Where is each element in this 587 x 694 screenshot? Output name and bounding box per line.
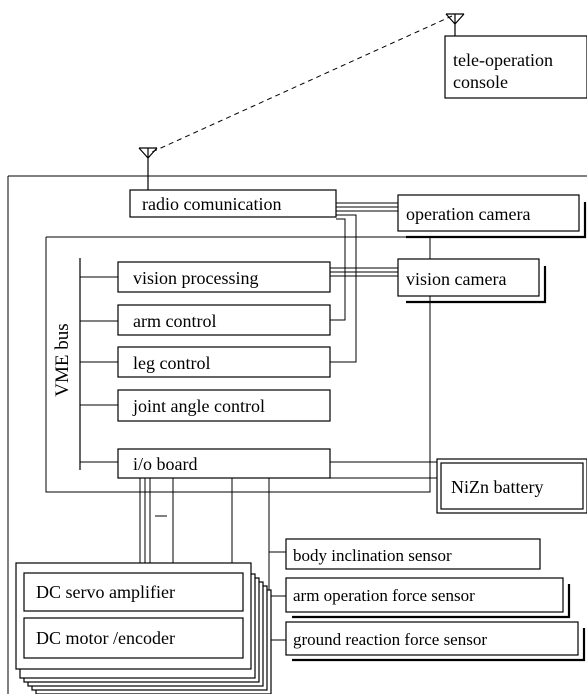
joint-angle-control-board: joint angle control [117, 389, 331, 422]
arm-force-sensor-label: arm operation force sensor [293, 586, 475, 605]
dc-servo-amplifier-label: DC servo amplifier [36, 582, 175, 602]
robot-body-frame [7, 175, 587, 694]
nizn-battery: NiZn battery [436, 458, 587, 514]
leg-control-board: leg control [117, 346, 331, 378]
wireless-link [151, 15, 453, 153]
console-label-line1: tele-operation [453, 50, 553, 70]
battery-label: NiZn battery [451, 477, 543, 497]
vision-camera: vision camera [397, 258, 547, 304]
operation-camera: operation camera [397, 194, 587, 239]
dc-servo-amplifier: DC servo amplifier [23, 572, 244, 612]
vme-bus-frame [45, 236, 431, 493]
tele-operation-console: tele-operation console [444, 35, 587, 99]
radio-label: radio comunication [142, 194, 281, 214]
vision-camera-label: vision camera [406, 269, 506, 289]
console-label-line2: console [453, 72, 508, 92]
io-board-label: i/o board [133, 454, 198, 474]
camera-wiring [330, 202, 398, 363]
arm-control-board: arm control [117, 304, 331, 336]
vision-processing-label: vision processing [133, 268, 259, 288]
io-to-drive-wiring [139, 478, 174, 563]
robot-antenna [138, 147, 158, 190]
body-inclination-label: body inclination sensor [293, 546, 452, 565]
vme-bus-label: VME bus [52, 323, 73, 396]
arm-operation-force-sensor: arm operation force sensor [285, 577, 571, 619]
radio-communication-board: radio comunication [129, 189, 337, 218]
leg-control-label: leg control [133, 353, 210, 373]
ground-force-sensor-label: ground reaction force sensor [293, 630, 487, 649]
body-inclination-sensor: body inclination sensor [285, 538, 541, 570]
joint-angle-control-label: joint angle control [132, 396, 265, 416]
dc-motor-encoder: DC motor /encoder [23, 617, 244, 659]
dc-motor-encoder-label: DC motor /encoder [36, 628, 175, 648]
ground-reaction-force-sensor: ground reaction force sensor [285, 621, 586, 662]
vision-processing-board: vision processing [117, 261, 331, 293]
operation-camera-label: operation camera [406, 204, 530, 224]
io-board: i/o board [117, 448, 331, 479]
arm-control-label: arm control [133, 311, 216, 331]
